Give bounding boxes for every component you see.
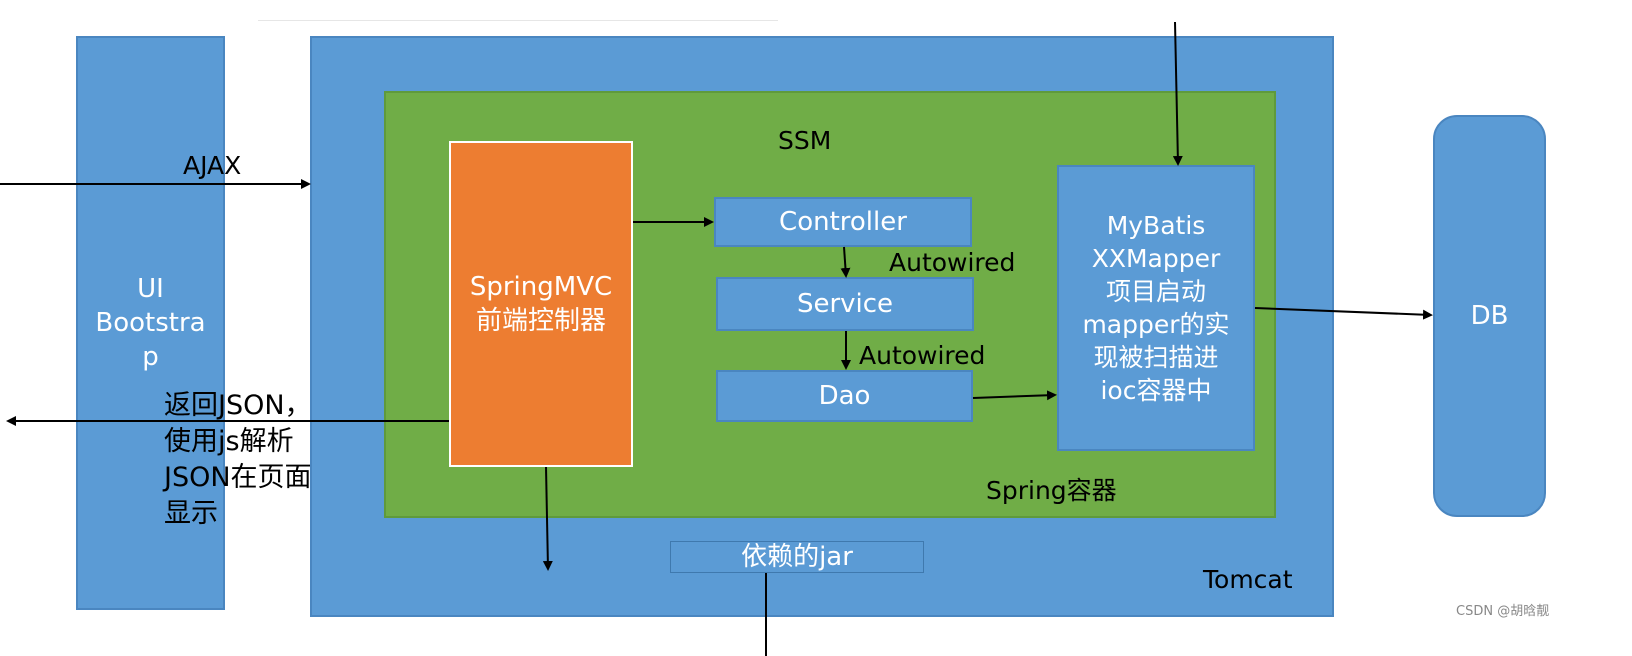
dao-to-mybatis-arrow	[972, 390, 1057, 401]
autowired-label-2: Autowired	[859, 341, 986, 370]
top-to-mybatis-arrow	[1172, 21, 1183, 166]
dao-label: Dao	[818, 380, 871, 411]
ajax-label: AJAX	[183, 151, 242, 180]
spring-container-label: Spring容器	[986, 476, 1117, 505]
top-divider	[258, 20, 778, 21]
mybatis-box: MyBatis XXMapper 项目启动 mapper的实 现被扫描进 ioc…	[1057, 165, 1255, 451]
db-cylinder: DB	[1433, 115, 1546, 517]
controller-box: Controller	[714, 197, 972, 247]
ui-bootstrap-box: UI Bootstra p	[76, 36, 225, 610]
controller-to-service-arrow	[840, 246, 851, 278]
controller-label: Controller	[779, 206, 907, 237]
autowired-label-1: Autowired	[889, 248, 1016, 277]
ui-bootstrap-label: UI Bootstra p	[95, 273, 206, 373]
ssm-label: SSM	[778, 126, 832, 155]
springmvc-box: SpringMVC 前端控制器	[449, 141, 633, 467]
service-box: Service	[716, 277, 974, 331]
return-json-note: 返回JSON， 使用js解析 JSON在页面 显示	[164, 390, 312, 529]
tomcat-label: Tomcat	[1203, 565, 1293, 594]
jar-box: 依赖的jar	[670, 541, 924, 573]
service-label: Service	[796, 288, 894, 319]
db-label: DB	[1470, 300, 1509, 331]
csdn-watermark: CSDN @胡晗靓	[1456, 604, 1550, 619]
mybatis-to-db-arrow	[1254, 307, 1433, 320]
jar-label: 依赖的jar	[741, 541, 853, 572]
dao-box: Dao	[716, 370, 973, 422]
mybatis-label: MyBatis XXMapper 项目启动 mapper的实 现被扫描进 ioc…	[1082, 211, 1230, 405]
springmvc-label: SpringMVC 前端控制器	[469, 271, 613, 336]
springmvc-down-arrow	[542, 466, 553, 571]
